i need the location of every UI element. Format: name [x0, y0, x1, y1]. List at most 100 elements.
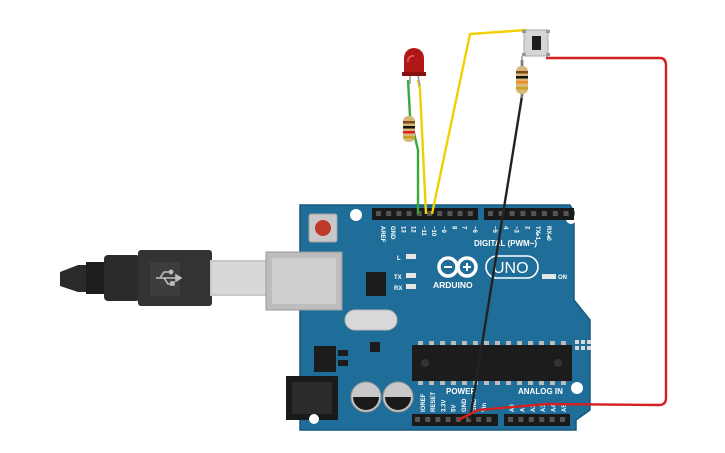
digital-pin-label: 8 — [450, 226, 456, 230]
usb-cable[interactable] — [60, 250, 270, 306]
usb-chip — [366, 272, 386, 296]
power-pin-label: RESET — [431, 392, 437, 412]
pin-socket[interactable] — [435, 417, 441, 422]
pin-socket[interactable] — [488, 211, 493, 216]
analog-pin-label: A1 — [520, 404, 526, 412]
chip-pin — [451, 341, 456, 345]
chip-pin — [440, 341, 445, 345]
chip-pin — [506, 381, 511, 385]
digital-pin-label: ~11 — [420, 226, 426, 237]
power-header — [412, 414, 498, 426]
chip-pin — [539, 381, 544, 385]
pin-socket[interactable] — [508, 417, 513, 422]
pin-socket[interactable] — [437, 211, 443, 216]
digital-pin-label: TX▸1 — [534, 226, 540, 241]
pin-socket[interactable] — [549, 417, 555, 422]
power-header-label: POWER — [446, 387, 476, 396]
pin-socket[interactable] — [466, 417, 471, 422]
wire-red[interactable] — [457, 56, 668, 422]
button-leg — [546, 53, 550, 56]
crystal-oscillator — [344, 309, 398, 331]
mounting-hole — [571, 382, 583, 394]
chip-pin — [418, 381, 423, 385]
chip-pin — [495, 381, 500, 385]
chip-pin — [506, 341, 511, 345]
pin-socket[interactable] — [445, 417, 451, 422]
led-rx-label: RX — [394, 286, 402, 292]
chip-pins — [418, 341, 566, 345]
small-chip — [370, 342, 380, 352]
pin-socket[interactable] — [427, 211, 432, 216]
power-pin-label: GND — [462, 398, 468, 412]
pin-socket[interactable] — [425, 417, 431, 422]
button-leg — [522, 53, 526, 56]
digital-pin-label: RX◂0 — [545, 226, 551, 241]
digital-pin-label: 13 — [399, 226, 405, 233]
pin-socket[interactable] — [539, 417, 545, 422]
pin-socket[interactable] — [467, 211, 473, 216]
pin-socket[interactable] — [416, 211, 422, 216]
pin-socket[interactable] — [542, 211, 547, 216]
led-on — [542, 274, 556, 279]
icsp-pin — [581, 346, 585, 350]
pin-socket[interactable] — [396, 211, 402, 216]
chip-pin — [539, 341, 544, 345]
icsp-pin — [587, 340, 591, 344]
usb-cable-strain-relief — [60, 265, 88, 292]
digital-header-label: DIGITAL (PWM~) — [474, 239, 537, 248]
digital-pin-label: ~3 — [513, 226, 519, 234]
icsp-header — [575, 340, 591, 350]
pin-socket[interactable] — [518, 417, 524, 422]
pin-socket[interactable] — [531, 211, 537, 216]
pin-socket[interactable] — [552, 211, 558, 216]
usb-cable-boot — [86, 262, 106, 294]
wire-yellow-led[interactable] — [416, 79, 428, 215]
pin-socket[interactable] — [476, 417, 482, 422]
icsp-pin — [587, 346, 591, 350]
pin-socket[interactable] — [376, 211, 381, 216]
pin-socket[interactable] — [528, 417, 534, 422]
analog-pin-label: A5 — [562, 404, 568, 412]
digital-pin-label: AREF — [379, 226, 385, 243]
pin-socket[interactable] — [520, 211, 526, 216]
capacitor — [382, 381, 414, 413]
digital-pin-label: 2 — [523, 226, 529, 230]
digital-sockets — [376, 211, 569, 216]
reset-button[interactable] — [308, 213, 338, 243]
capacitor — [350, 381, 382, 413]
chip-pin — [440, 381, 445, 385]
resistor-button[interactable] — [516, 56, 528, 98]
pin-socket[interactable] — [447, 211, 453, 216]
chip-pin — [561, 341, 566, 345]
digital-pin-label: ~9 — [440, 226, 446, 234]
pin-socket[interactable] — [563, 211, 569, 216]
power-jack-inner — [292, 382, 332, 414]
icsp-pin — [575, 340, 579, 344]
red-led[interactable] — [402, 48, 426, 87]
chip-pin — [528, 381, 533, 385]
digital-header-right — [484, 208, 574, 220]
resistor-led[interactable] — [403, 116, 415, 142]
wire-green-led[interactable] — [406, 79, 412, 117]
pin-socket[interactable] — [386, 211, 392, 216]
pin-socket[interactable] — [486, 417, 492, 422]
chip-pin — [517, 341, 522, 345]
arduino-logo-symbols — [444, 263, 471, 271]
wire-yellow-button[interactable] — [430, 28, 528, 215]
pin-socket[interactable] — [498, 211, 504, 216]
arduino-brand: ARDUINO — [433, 280, 473, 290]
pin-socket[interactable] — [560, 417, 565, 422]
push-button[interactable] — [522, 29, 550, 57]
chip-pin — [495, 341, 500, 345]
power-pin-label: GND — [472, 398, 478, 412]
pin-socket[interactable] — [457, 211, 463, 216]
pin-socket[interactable] — [415, 417, 420, 422]
chip-pin — [517, 381, 522, 385]
icsp-pin — [581, 340, 585, 344]
led-tx — [406, 273, 416, 278]
pin-socket[interactable] — [406, 211, 412, 216]
digital-pin-label: 4 — [502, 226, 508, 230]
microcontroller-chip — [412, 345, 572, 381]
pin-socket[interactable] — [509, 211, 515, 216]
